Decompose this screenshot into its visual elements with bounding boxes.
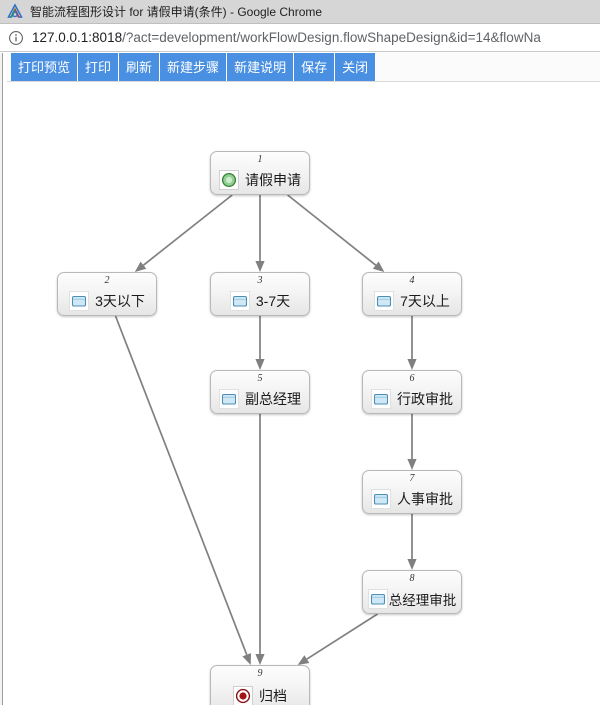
flow-node-label: 总经理审批 [388,593,457,608]
flow-node-body: 行政审批 [363,385,461,413]
start-circle-green-icon [219,170,239,190]
edge-6-to-7-arrowhead [407,459,417,470]
flow-node-label: 请假申请 [245,172,301,188]
flow-node-4[interactable]: 4 7天以上 [362,272,462,316]
flow-toolbar: 打印预览 打印 刷新 新建步骤 新建说明 保存 关闭 [7,53,600,82]
edge-3-to-5-arrowhead [255,359,265,370]
step-window-icon [367,589,388,609]
flow-node-body: 3-7天 [211,287,309,315]
url-path: /?act=development/workFlowDesign.flowSha… [122,30,541,45]
flow-node-2[interactable]: 2 3天以下 [57,272,157,316]
edge-4-to-6-arrowhead [407,359,417,370]
flow-node-label: 行政审批 [397,391,453,407]
flow-node-7[interactable]: 7 人事审批 [362,470,462,514]
flow-node-label: 3天以下 [95,293,145,309]
step-window-icon [371,489,391,509]
window-title-bar: 智能流程图形设计 for 请假申请(条件) - Google Chrome [0,0,600,24]
edge-2-to-9-arrowhead [242,653,252,665]
flow-node-label: 3-7天 [255,293,291,309]
flow-node-label: 人事审批 [397,491,453,507]
flow-node-body: 7天以上 [363,287,461,315]
edge-1-to-2-arrowhead [134,261,147,272]
flow-node-1[interactable]: 1 请假申请 [210,151,310,195]
close-button[interactable]: 关闭 [335,53,377,81]
flow-node-number: 1 [257,154,263,165]
flow-node-5[interactable]: 5 副总经理 [210,370,310,414]
flow-node-6[interactable]: 6 行政审批 [362,370,462,414]
flow-node-number: 2 [104,275,110,286]
flow-node-body: 3天以下 [58,287,156,315]
flow-node-body: 归档 [211,680,309,705]
flow-node-number: 6 [409,373,415,384]
url-host: 127.0.0.1:8018 [32,30,123,45]
refresh-button[interactable]: 刷新 [119,53,161,81]
flow-node-label: 副总经理 [245,391,301,407]
flow-node-body: 副总经理 [211,385,309,413]
flow-canvas[interactable]: 1 请假申请 2 3天以下 3 3-7天 4 7天以上 5 副总经理 6 行政审批 7 人事审批 8 总经理审… [7,82,600,705]
edge-7-to-8-arrowhead [407,559,417,570]
flow-node-9[interactable]: 9 归档 [210,665,310,705]
flow-node-number: 9 [257,668,263,679]
edge-1-to-4-arrowhead [372,261,385,272]
flow-node-number: 4 [409,275,415,286]
flow-node-3[interactable]: 3 3-7天 [210,272,310,316]
new-step-button[interactable]: 新建步骤 [160,53,228,81]
address-bar[interactable]: 127.0.0.1:8018/?act=development/workFlow… [0,24,600,52]
flow-node-number: 5 [257,373,263,384]
print-button[interactable]: 打印 [78,53,120,81]
flow-node-label: 归档 [259,688,287,704]
save-button[interactable]: 保存 [294,53,336,81]
flow-node-number: 7 [409,473,415,484]
step-window-icon [374,291,395,311]
flow-node-body: 总经理审批 [363,585,461,613]
page-left-edge [0,53,7,705]
end-circle-red-icon [233,686,253,705]
step-window-icon [219,389,239,409]
edge-8-to-9-arrowhead [297,655,310,665]
flow-node-label: 7天以上 [400,293,450,309]
address-bar-url[interactable]: 127.0.0.1:8018/?act=development/workFlow… [32,30,541,45]
step-window-icon [69,291,90,311]
print-preview-button[interactable]: 打印预览 [11,53,79,81]
new-note-button[interactable]: 新建说明 [227,53,295,81]
step-window-icon [229,291,250,311]
edge-1-to-2[interactable] [142,194,233,266]
info-circle-icon[interactable] [8,30,24,46]
flow-node-8[interactable]: 8 总经理审批 [362,570,462,614]
edge-2-to-9[interactable] [114,315,248,656]
chrome-app-icon [7,2,23,18]
step-window-icon [371,389,391,409]
window-title-text: 智能流程图形设计 for 请假申请(条件) - Google Chrome [30,5,323,19]
flow-node-number: 3 [257,275,263,286]
edge-1-to-3-arrowhead [255,261,265,272]
edge-8-to-9[interactable] [306,613,378,660]
edge-5-to-9-arrowhead [255,654,265,665]
page-viewport: 打印预览 打印 刷新 新建步骤 新建说明 保存 关闭 1 请假申请 2 3天以下 3 3-… [0,53,600,705]
flow-node-number: 8 [409,573,415,584]
edge-1-to-4[interactable] [287,194,377,266]
flow-node-body: 请假申请 [211,166,309,194]
flow-node-body: 人事审批 [363,485,461,513]
